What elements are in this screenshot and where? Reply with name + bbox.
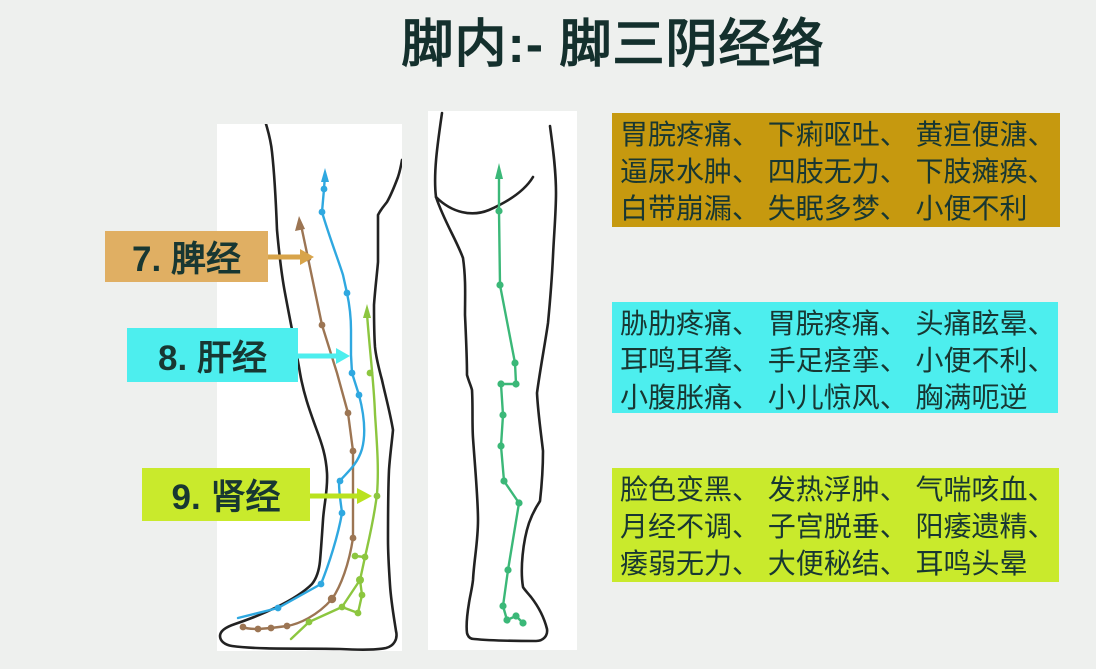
symptom-line: 耳鸣耳聋、 手足痉挛、 小便不利、: [620, 345, 1056, 376]
spleen-meridian-line: [239, 216, 357, 633]
liver-meridian-line: [236, 168, 366, 620]
spleen-pointer-arrow-icon: [268, 249, 314, 265]
spleen-acupoint-dots: [239, 254, 357, 633]
kidney-pointer-arrow-icon: [310, 488, 372, 504]
kidney-meridian-line: [289, 304, 381, 641]
kidney-meridian-back-line: [495, 163, 527, 627]
symptom-line: 逼尿水肿、 四肢无力、 下肢瘫痪、: [620, 156, 1056, 187]
label-liver-meridian: 8. 肝经: [127, 328, 298, 382]
liver-symptoms-box: 胁肋疼痛、 胃脘疼痛、 头痛眩晕、 耳鸣耳聋、 手足痉挛、 小便不利、 小腹胀痛…: [612, 302, 1058, 413]
leg-outline: [218, 124, 402, 651]
label-kidney-meridian: 9. 肾经: [142, 468, 310, 521]
kidney-label-text: 9. 肾经: [171, 478, 281, 517]
leg-outline: [433, 111, 558, 643]
label-spleen-meridian: 7. 脾经: [105, 231, 268, 282]
back-view-leg-diagram: [433, 111, 558, 643]
spleen-symptoms-box: 胃脘疼痛、 下痢呕吐、 黄疸便溏、 逼尿水肿、 四肢无力、 下肢瘫痪、 白带崩漏…: [612, 113, 1060, 227]
kidney-symptoms-box: 脸色变黑、 发热浮肿、 气喘咳血、 月经不调、 子宫脱垂、 阳痿遗精、 痿弱无力…: [612, 468, 1059, 582]
symptom-line: 小腹胀痛、 小儿惊风、 胸满呃逆: [620, 382, 1028, 413]
kidney-back-acupoint-dots: [495, 207, 527, 627]
symptom-line: 胃脘疼痛、 下痢呕吐、 黄疸便溏、: [620, 119, 1056, 150]
side-view-leg-diagram: [218, 124, 402, 651]
liver-pointer-arrow-icon: [298, 348, 350, 364]
spleen-label-text: 7. 脾经: [132, 240, 241, 279]
page-title: 脚内:- 脚三阴经络: [401, 16, 825, 74]
symptom-line: 脸色变黑、 发热浮肿、 气喘咳血、: [620, 474, 1056, 505]
kidney-acupoint-dots: [305, 369, 381, 626]
liver-acupoint-dots: [274, 185, 363, 612]
kidney-meridian-arrow-icon: [363, 304, 371, 318]
kidney-back-arrow-icon: [495, 163, 503, 179]
symptom-line: 痿弱无力、 大便秘结、 耳鸣头晕: [620, 548, 1028, 579]
buttock-crease-outline: [434, 175, 535, 215]
symptom-line: 月经不调、 子宫脱垂、 阳痿遗精、: [620, 511, 1056, 542]
liver-meridian-arrow-icon: [321, 168, 329, 182]
back-view-leg-panel: [428, 111, 577, 650]
side-view-leg-panel: [217, 124, 402, 651]
spleen-meridian-arrow-icon: [295, 216, 305, 231]
symptom-line: 胁肋疼痛、 胃脘疼痛、 头痛眩晕、: [620, 308, 1056, 339]
symptom-line: 白带崩漏、 失眠多梦、 小便不利: [620, 193, 1028, 224]
liver-label-text: 8. 肝经: [158, 338, 267, 378]
